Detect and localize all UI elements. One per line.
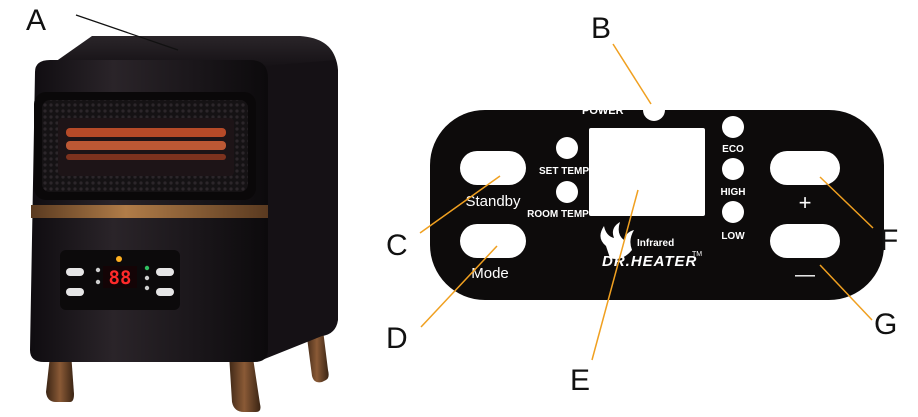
minus-label: — [795,264,815,286]
trademark-symbol: TM [692,251,702,258]
heater-mini-button[interactable] [156,268,174,276]
brand-tagline: Infrared [637,238,674,249]
plus-label: + [799,190,812,215]
heater-mini-indicator [144,265,150,271]
brand-name: DR.HEATER [602,253,697,270]
eco-label: ECO [722,144,744,155]
heater-display-window [103,266,137,288]
set-temp-button[interactable] [556,137,578,159]
low-button[interactable] [722,201,744,223]
callout-g: G [874,308,897,341]
eco-button[interactable] [722,116,744,138]
callout-e: E [570,364,590,397]
callout-b: B [591,12,611,45]
leader-lines [419,43,874,361]
mode-label: Mode [471,265,509,282]
leader-line-a [75,14,179,51]
heater-element-glow [66,128,226,160]
high-label: HIGH [721,187,746,198]
heater-display-digits: 88 [109,267,132,289]
power-label: POWER [582,105,624,117]
heater-illustration: 88 [30,36,338,412]
heater-top [55,36,336,66]
leader-line-b [612,43,652,105]
callout-d: D [386,322,408,355]
leader-line-f [819,176,874,229]
high-button[interactable] [722,158,744,180]
heater-mini-button[interactable] [156,288,174,296]
power-button[interactable] [643,99,665,121]
heater-mini-indicator [95,267,101,273]
heater-mini-indicator [144,275,150,281]
heater-side-panel [262,40,338,360]
brand-logo: Infrared DR.HEATER TM [600,222,702,270]
heater-mini-indicator [144,285,150,291]
callout-c: C [386,229,408,262]
heater-mini-indicator [95,279,101,285]
plus-button[interactable] [770,151,840,185]
control-panel-diagram: POWER SET TEMP ROOM TEMP ECO HIGH LOW St… [430,99,884,300]
low-label: LOW [721,231,745,242]
set-temp-label: SET TEMP [539,166,589,177]
room-temp-button[interactable] [556,181,578,203]
mode-button[interactable] [460,224,526,258]
heater-copper-band [31,205,268,218]
standby-label: Standby [465,193,521,210]
flame-icon [600,222,634,259]
minus-button[interactable] [770,224,840,258]
heater-mini-button[interactable] [66,268,84,276]
leader-line-g [819,264,873,321]
callout-f: F [880,224,898,257]
room-temp-label: ROOM TEMP [527,209,589,220]
leader-line-d [420,245,498,328]
standby-button[interactable] [460,151,526,185]
leader-line-c [419,175,501,234]
lcd-display [589,128,705,216]
leader-line-e [591,189,639,361]
heater-mini-button[interactable] [66,288,84,296]
callout-a: A [26,4,46,37]
heater-power-indicator [116,256,122,262]
